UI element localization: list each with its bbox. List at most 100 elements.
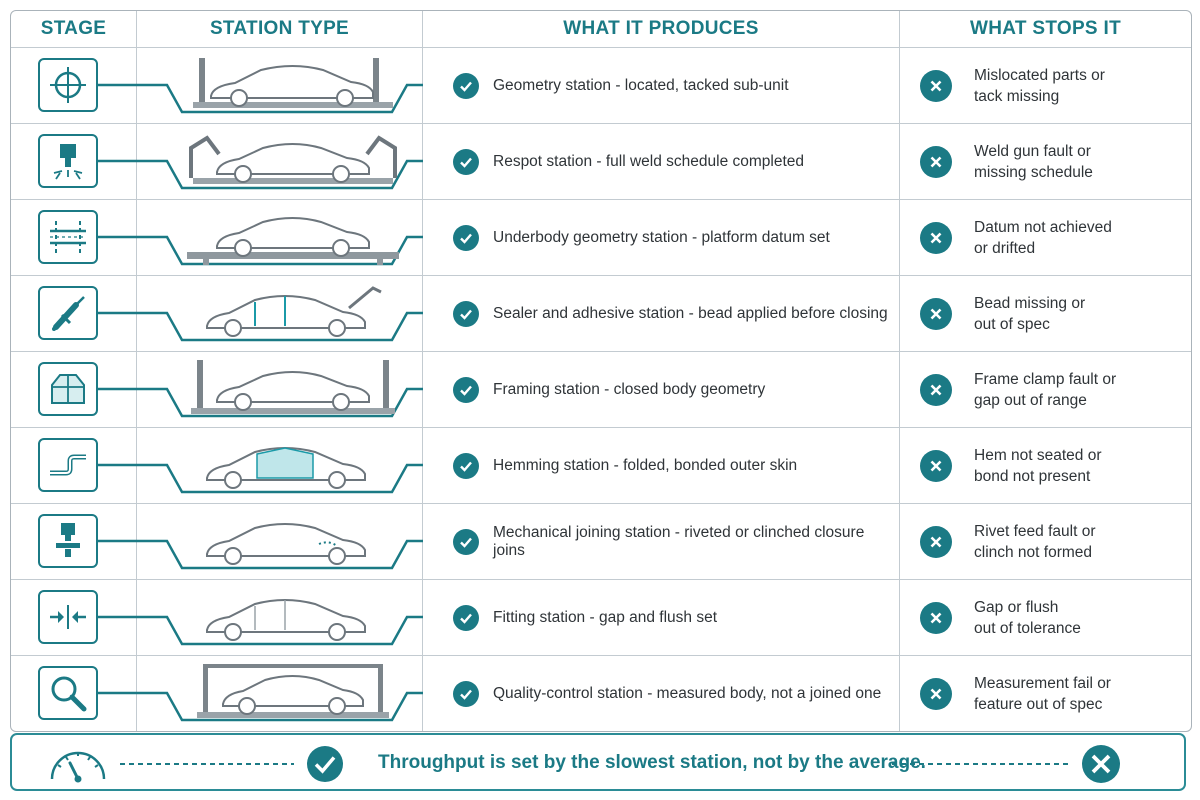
table-row: Sealer and adhesive station - bead appli… (11, 276, 1191, 352)
datum-grid-icon (38, 210, 98, 264)
hem-profile-icon (38, 438, 98, 492)
produces-cell: Mechanical joining station - riveted or … (423, 504, 900, 580)
station-table-frame: STAGE STATION TYPE WHAT IT PRODUCES WHAT… (10, 10, 1192, 732)
x-circle-icon (920, 69, 952, 102)
produces-cell: Sealer and adhesive station - bead appli… (423, 276, 900, 352)
stage-cell (11, 656, 137, 731)
station-type-cell (137, 48, 423, 124)
stage-cell (11, 48, 137, 124)
hemming-station-car-icon (206, 447, 366, 489)
framing-station-car-icon (191, 360, 395, 414)
produces-cell: Geometry station - located, tacked sub-u… (423, 48, 900, 124)
spot-weld-icon (38, 134, 98, 188)
throughput-message: Throughput is set by the slowest station… (378, 752, 926, 773)
table-row: Fitting station - gap and flush set Gap … (11, 580, 1191, 656)
station-type-cell (137, 276, 423, 352)
stage-cell (11, 428, 137, 504)
rivet-press-icon (38, 514, 98, 568)
produces-cell: Fitting station - gap and flush set (423, 580, 900, 656)
station-type-cell (137, 200, 423, 276)
header-produces: WHAT IT PRODUCES (423, 11, 900, 48)
x-circle-icon (920, 297, 952, 330)
check-icon (453, 72, 479, 99)
table-row: Respot station - full weld schedule comp… (11, 124, 1191, 200)
table-row: Hemming station - folded, bonded outer s… (11, 428, 1191, 504)
check-icon (453, 300, 479, 327)
station-type-cell (137, 656, 423, 731)
gap-arrows-icon (38, 590, 98, 644)
produces-cell: Underbody geometry station - platform da… (423, 200, 900, 276)
table-row: Underbody geometry station - platform da… (11, 200, 1191, 276)
station-table: STAGE STATION TYPE WHAT IT PRODUCES WHAT… (10, 10, 1192, 732)
produces-cell: Framing station - closed body geometry (423, 352, 900, 428)
produces-cell: Hemming station - folded, bonded outer s… (423, 428, 900, 504)
header-station-type: STATION TYPE (137, 11, 423, 48)
stage-cell (11, 580, 137, 656)
stage-cell (11, 352, 137, 428)
x-circle-icon (920, 525, 952, 558)
crosshair-icon (38, 58, 98, 112)
produces-cell: Quality-control station - measured body,… (423, 656, 900, 731)
speedometer-icon (50, 751, 106, 783)
x-circle-icon (920, 373, 952, 406)
x-circle-icon (920, 677, 952, 710)
table-row: Quality-control station - measured body,… (11, 656, 1191, 731)
underbody-station-car-icon (187, 217, 399, 265)
magnifier-icon (38, 666, 98, 720)
produces-text: Quality-control station - measured body,… (493, 684, 882, 702)
sealer-station-car-icon (206, 286, 382, 337)
stage-cell (11, 200, 137, 276)
station-type-cell (137, 428, 423, 504)
produces-text: Fitting station - gap and flush set (493, 608, 718, 626)
header-row: STAGE STATION TYPE WHAT IT PRODUCES WHAT… (11, 11, 1191, 48)
produces-cell: Respot station - full weld schedule comp… (423, 124, 900, 200)
check-icon (453, 680, 479, 707)
table-row: Framing station - closed body geometry F… (11, 352, 1191, 428)
check-icon (453, 528, 479, 555)
stage-cell (11, 276, 137, 352)
check-icon (453, 148, 479, 175)
geometry-station-car-icon (193, 58, 393, 108)
station-type-cell (137, 352, 423, 428)
produces-text: Framing station - closed body geometry (493, 380, 766, 398)
header-stops: WHAT STOPS IT (900, 11, 1191, 48)
body-frame-icon (38, 362, 98, 416)
table-row: Geometry station - located, tacked sub-u… (11, 48, 1191, 124)
x-circle-icon (920, 145, 952, 178)
produces-text: Sealer and adhesive station - bead appli… (493, 304, 888, 322)
fitting-station-car-icon (206, 599, 366, 641)
header-stage: STAGE (11, 11, 137, 48)
produces-text: Hemming station - folded, bonded outer s… (493, 456, 798, 474)
produces-text: Mechanical joining station - riveted or … (493, 523, 865, 559)
joining-station-car-icon (206, 523, 366, 565)
x-circle-icon (920, 601, 952, 634)
x-circle-icon (1082, 745, 1120, 783)
check-circle-icon (307, 746, 343, 782)
station-type-cell (137, 124, 423, 200)
check-icon (453, 224, 479, 251)
table-row: Mechanical joining station - riveted or … (11, 504, 1191, 580)
produces-text: Underbody geometry station - platform da… (493, 228, 830, 246)
stage-cell (11, 124, 137, 200)
produces-text: Respot station - full weld schedule comp… (493, 152, 805, 170)
sealer-gun-icon (38, 286, 98, 340)
check-icon (453, 452, 479, 479)
respot-station-car-icon (189, 135, 397, 184)
throughput-banner: Throughput is set by the slowest station… (10, 733, 1186, 791)
